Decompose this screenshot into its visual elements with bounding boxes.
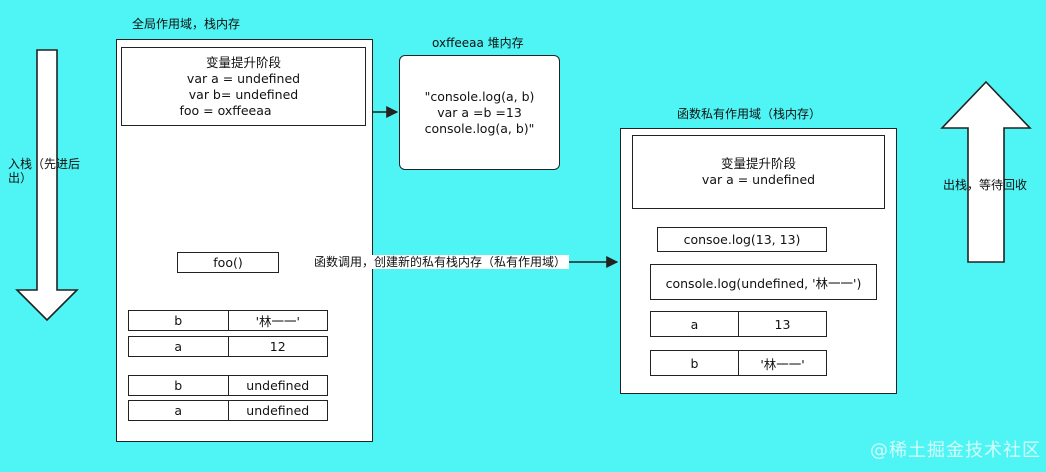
row-value: undefined [227,401,328,420]
table-row: b '林一一' [650,350,827,376]
foo-call-box: foo() [177,252,279,273]
row-name: a [174,403,183,418]
watermark: @稀土掘金技术社区 [870,440,1041,461]
heap-code-line: console.log(a, b)" [424,120,535,136]
table-row: a 12 [128,336,328,357]
row-name: b [174,313,183,328]
row-name: b [690,355,699,371]
global-hoisting-line: var a = undefined [186,70,301,86]
heap-code-line: var a =b =13 [437,104,522,120]
table-row: b undefined [128,375,328,396]
private-hoisting-box: 变量提升阶段 var a = undefined [632,135,885,209]
row-value: 12 [227,337,328,356]
private-hoisting-title: 变量提升阶段 [720,156,796,171]
row-name: a [690,316,699,332]
table-row: b '林一一' [128,310,328,331]
row-name: a [174,339,183,354]
private-hoisting-line: var a = undefined [701,172,816,187]
heap-box: "console.log(a, b) var a =b =13 console.… [399,55,560,170]
private-scope-title: 函数私有作用域（栈内存） [677,107,822,121]
heap-code-line: "console.log(a, b) [424,88,535,104]
log-box-2: console.log(undefined, '林一一') [650,264,877,300]
row-name: b [174,378,183,393]
log-box-1: consoe.log(13, 13) [657,227,827,252]
row-value: undefined [227,376,328,395]
row-value: '林一一' [738,351,826,375]
heap-title: oxffeeaa 堆内存 [432,36,524,50]
row-value: 13 [738,312,826,336]
global-hoisting-line: var b= undefined [188,86,299,102]
global-hoisting-box: 变量提升阶段 var a = undefined var b= undefine… [121,47,366,126]
table-row: a 13 [650,311,827,337]
pop-label: 出栈，等待回收 [943,178,1028,192]
global-hoisting-line: foo = oxffeeaa [179,102,272,118]
push-label: 入栈（先进后出） [8,157,81,186]
call-arrow-label: 函数调用，创建新的私有栈内存（私有作用域） [311,255,570,270]
global-hoisting-title: 变量提升阶段 [205,54,281,70]
pop-arrow-shape [940,80,1032,263]
table-row: a undefined [128,400,328,421]
global-scope-title: 全局作用域，栈内存 [132,17,241,31]
row-value: '林一一' [227,311,328,330]
